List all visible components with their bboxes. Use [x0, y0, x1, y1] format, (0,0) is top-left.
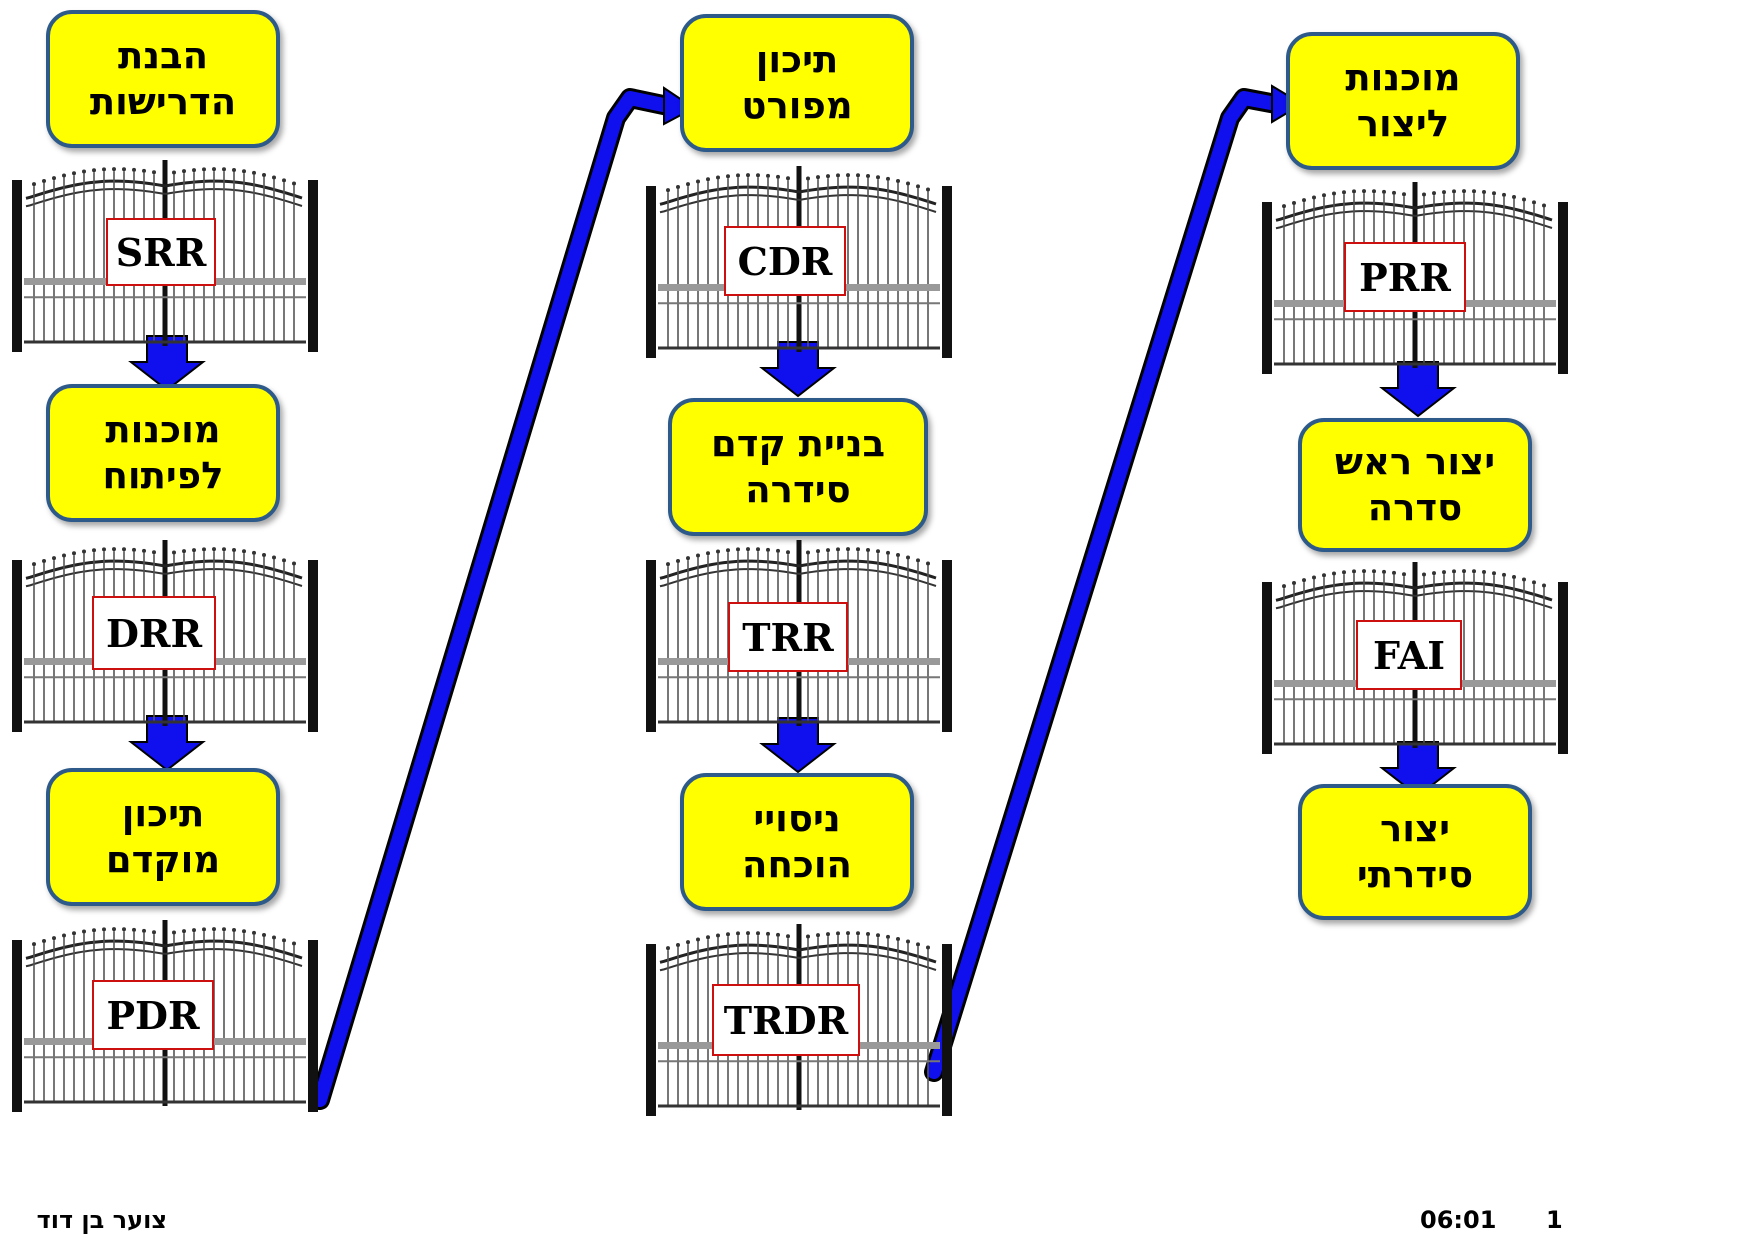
- flow-arrow-col2-to-col3: [927, 91, 1283, 1079]
- gate-trr: TRR: [646, 540, 952, 736]
- gate-icon: [1262, 562, 1568, 754]
- footer-author: צוער בן דוד: [36, 1206, 167, 1234]
- footer-time: 06:01: [1420, 1206, 1497, 1234]
- footer-page-number: 1: [1546, 1206, 1563, 1234]
- gate-trdr: TRDR: [646, 924, 952, 1120]
- review-label-trr: TRR: [728, 602, 848, 672]
- flow-arrow-col2-to-col3-outline: [924, 88, 1286, 1082]
- gate-cdr: CDR: [646, 166, 952, 362]
- gate-prr: PRR: [1262, 182, 1568, 378]
- review-label-trdr: TRDR: [712, 984, 860, 1056]
- flow-arrow-col1-to-col2: [313, 91, 675, 1107]
- flow-arrow-col1-to-col2-outline: [310, 88, 678, 1110]
- gate-drr: DRR: [12, 540, 318, 736]
- review-label-prr: PRR: [1344, 242, 1466, 312]
- review-label-drr: DRR: [92, 596, 216, 670]
- review-label-cdr: CDR: [724, 226, 846, 296]
- review-label-fai: FAI: [1356, 620, 1462, 690]
- review-label-srr: SRR: [106, 218, 216, 286]
- gate-fai: FAI: [1262, 562, 1568, 758]
- gate-srr: SRR: [12, 160, 318, 356]
- gate-pdr: PDR: [12, 920, 318, 1116]
- review-label-pdr: PDR: [92, 980, 214, 1050]
